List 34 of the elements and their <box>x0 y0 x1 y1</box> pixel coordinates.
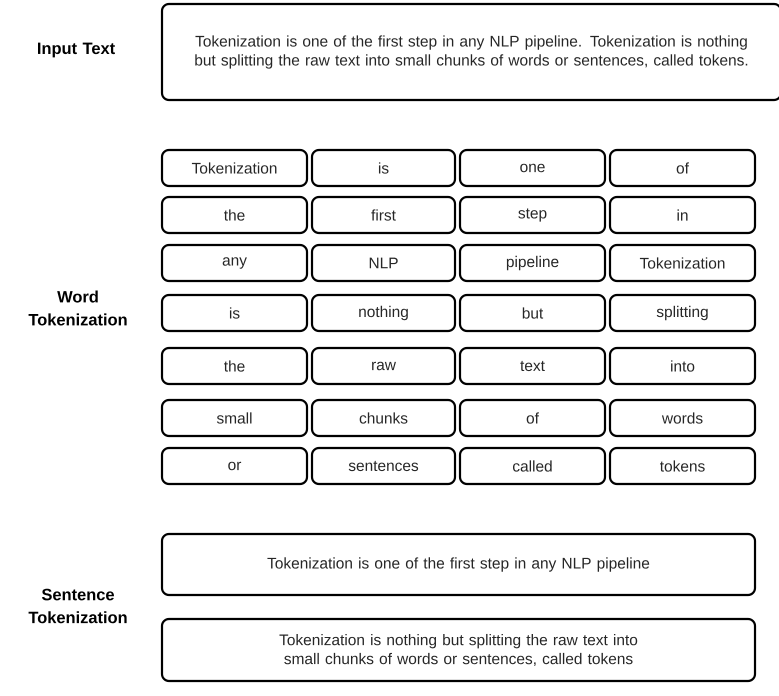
token-box: of <box>458 398 606 438</box>
token-box: in <box>608 196 756 234</box>
token-box: splitting <box>608 294 756 332</box>
section-label: Word Tokenization <box>28 290 127 326</box>
token-box: step <box>458 196 606 234</box>
section-label: Sentence Tokenization <box>28 588 127 624</box>
token-box: raw <box>310 346 456 386</box>
token-box: the <box>160 196 308 234</box>
token-box: first <box>310 196 456 234</box>
token-box: Tokenization <box>160 148 308 188</box>
token-box: Tokenization <box>608 244 756 282</box>
text-box: Tokenization is one of the first step in any NLP pipeline. Tokenization is nothing but splitting the raw text into small chunks of words or sentences, called tokens. <box>160 2 779 102</box>
token-box: one <box>458 148 606 188</box>
token-box: but <box>458 294 606 332</box>
token-box: pipeline <box>458 244 606 282</box>
token-box: the <box>160 346 308 386</box>
token-box: any <box>160 244 308 282</box>
sentence-box: Tokenization is one of the first step in any NLP pipeline <box>160 532 756 596</box>
token-box: is <box>310 148 456 188</box>
token-box: into <box>608 346 756 386</box>
sentence-box: Tokenization is nothing but splitting the raw text into small chunks of words or sentences, called tokens <box>160 618 756 682</box>
token-box: of <box>608 148 756 188</box>
token-box: nothing <box>310 294 456 332</box>
token-box: or <box>160 446 308 486</box>
token-box: tokens <box>608 446 756 486</box>
token-box: words <box>608 398 756 438</box>
section-label: Input Text <box>38 42 115 58</box>
token-box: chunks <box>310 398 456 438</box>
token-box: is <box>160 294 308 332</box>
token-box: NLP <box>310 244 456 282</box>
token-box: sentences <box>310 446 456 486</box>
token-box: called <box>458 446 606 486</box>
token-box: text <box>458 346 606 386</box>
token-box: small <box>160 398 308 438</box>
